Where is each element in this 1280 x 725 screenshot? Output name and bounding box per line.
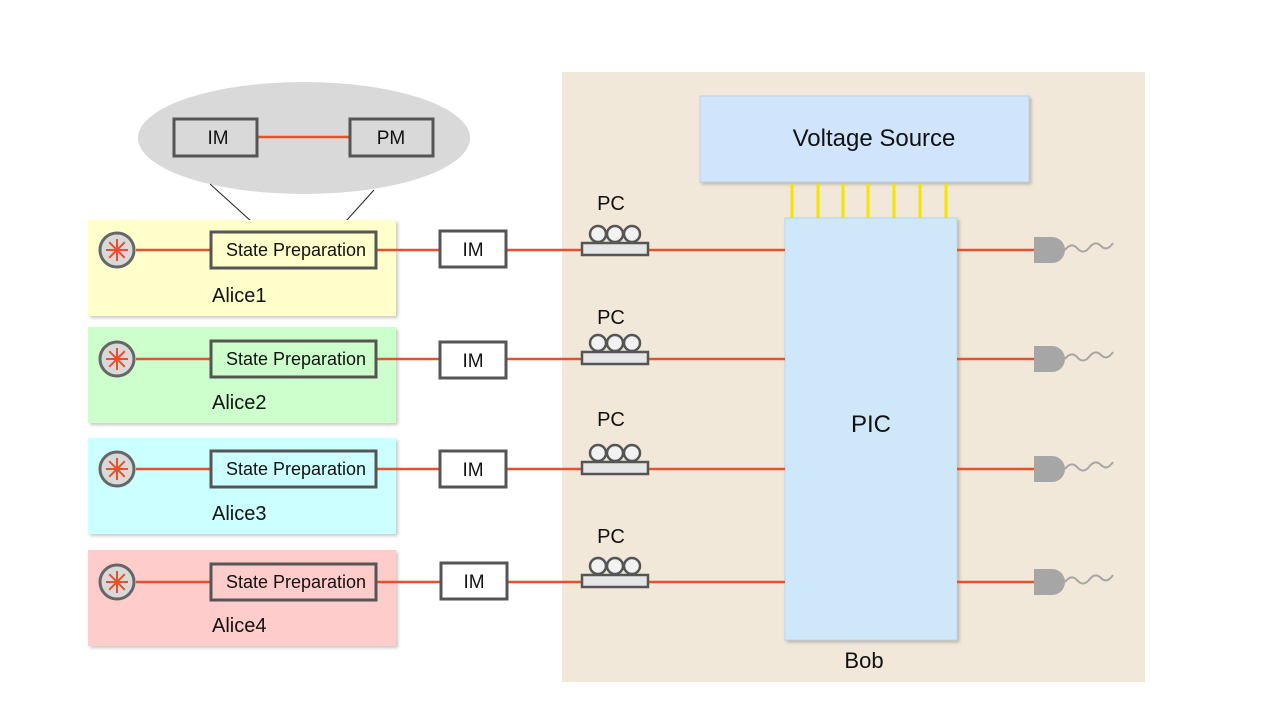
voltage-wires xyxy=(790,184,948,218)
detector-icon xyxy=(1034,346,1114,372)
pc-label: PC xyxy=(597,307,625,329)
laser-source-icon xyxy=(98,231,136,269)
im-label: IM xyxy=(462,460,483,481)
im-box xyxy=(438,449,508,489)
state-preparation-label: State Preparation xyxy=(226,459,366,479)
state-preparation-box xyxy=(209,230,378,270)
alice-panel xyxy=(88,550,396,646)
im-label: IM xyxy=(462,240,483,261)
bob-label: Bob xyxy=(844,648,883,673)
im-box xyxy=(438,229,508,269)
polarization-controller-icon xyxy=(580,224,650,257)
voltage-source-box xyxy=(699,95,1030,183)
alice-label: Alice1 xyxy=(212,285,266,307)
pic-chip xyxy=(784,217,958,641)
polarization-controller-icon xyxy=(580,556,650,589)
pc-label: PC xyxy=(597,193,625,215)
polarization-controller-icon xyxy=(580,333,650,366)
alice-panel xyxy=(88,327,396,423)
state-preparation-box xyxy=(209,449,378,489)
alice-label: Alice2 xyxy=(212,392,266,414)
state-preparation-label: State Preparation xyxy=(226,240,366,260)
im-label: IM xyxy=(462,351,483,372)
detector-icon xyxy=(1034,456,1114,482)
state-preparation-box xyxy=(209,562,378,602)
pc-label: PC xyxy=(597,526,625,548)
im-label: IM xyxy=(463,572,484,593)
state-preparation-label: State Preparation xyxy=(226,572,366,592)
im-box xyxy=(439,561,509,601)
pc-label: PC xyxy=(597,409,625,431)
alice-label: Alice3 xyxy=(212,503,266,525)
polarization-controller-icon xyxy=(580,443,650,476)
laser-source-icon xyxy=(98,563,136,601)
detector-icon xyxy=(1034,569,1114,595)
alice-label: Alice4 xyxy=(212,615,266,637)
state-preparation-label: State Preparation xyxy=(226,349,366,369)
zoom-pm-box xyxy=(348,117,435,158)
voltage-source-label: Voltage Source xyxy=(793,125,956,152)
zoom-im-box xyxy=(172,117,259,158)
laser-source-icon xyxy=(98,340,136,378)
state-preparation-box xyxy=(209,339,378,379)
im-box xyxy=(438,340,508,380)
zoom-im-label: IM xyxy=(207,128,228,149)
pic-label: PIC xyxy=(851,411,891,438)
detector-icon xyxy=(1034,237,1114,263)
laser-source-icon xyxy=(98,450,136,488)
zoom-pm-label: PM xyxy=(377,128,406,149)
